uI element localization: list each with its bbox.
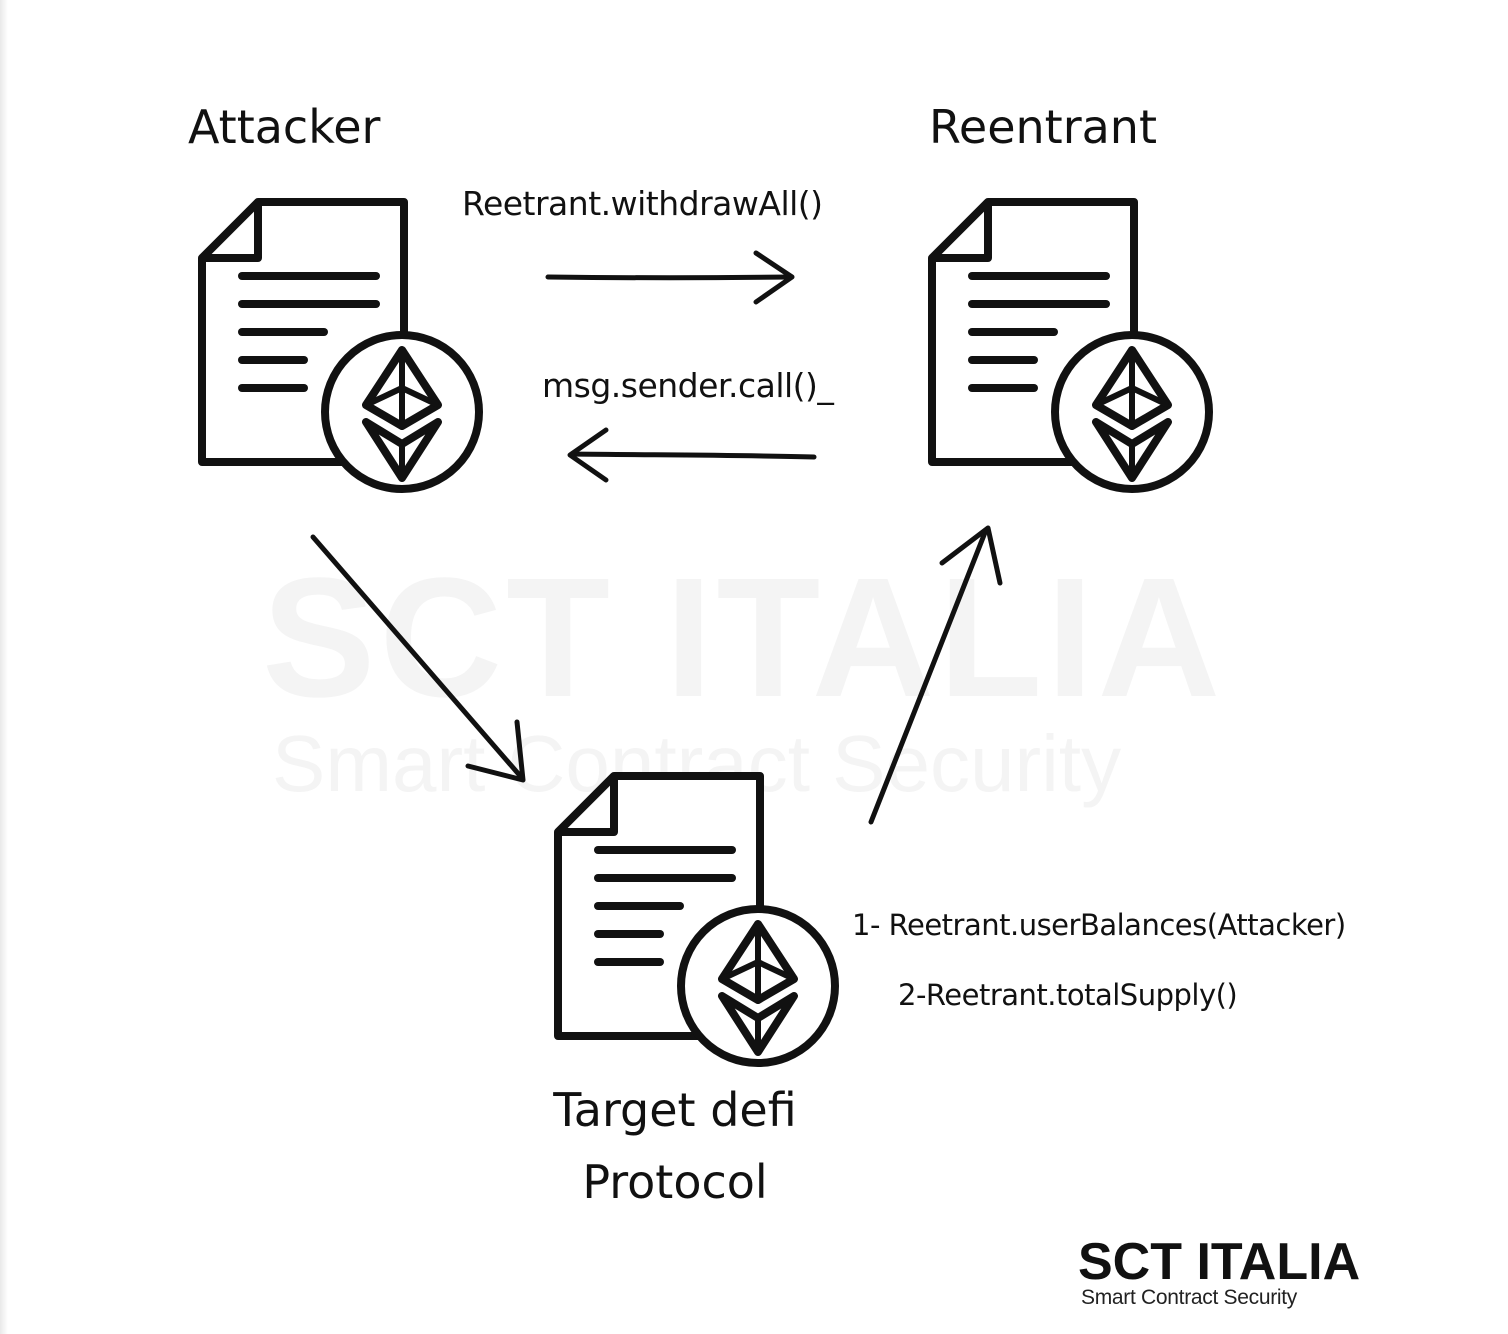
reentrant-contract-icon (932, 202, 1209, 489)
attacker-contract-icon (202, 202, 479, 489)
brand-logo: SCT ITALIA Smart Contract Security (1078, 1232, 1360, 1310)
brand-name: SCT ITALIA (1078, 1233, 1361, 1291)
target-title: Target defi Protocol (520, 1074, 830, 1218)
attacker-title: Attacker (188, 100, 381, 154)
target-title-line2: Protocol (582, 1155, 768, 1209)
brand-tagline: Smart Contract Security (1081, 1286, 1297, 1309)
withdraw-call-label: Reetrant.withdrawAll() (462, 184, 823, 223)
page-edge-shadow (0, 0, 8, 1334)
attacker-to-target-arrow (310, 534, 526, 783)
target-title-line1: Target defi (553, 1083, 797, 1137)
withdraw-arrow (545, 250, 795, 305)
note-total-supply: 2-Reetrant.totalSupply() (898, 978, 1238, 1012)
target-to-reentrant-arrow (868, 525, 1003, 825)
target-contract-icon (558, 776, 835, 1063)
callback-arrow (567, 427, 817, 483)
reentrant-title: Reentrant (929, 100, 1157, 154)
callback-call-label: msg.sender.call()_ (542, 366, 834, 405)
note-user-balances: 1- Reetrant.userBalances(Attacker) (852, 908, 1346, 942)
